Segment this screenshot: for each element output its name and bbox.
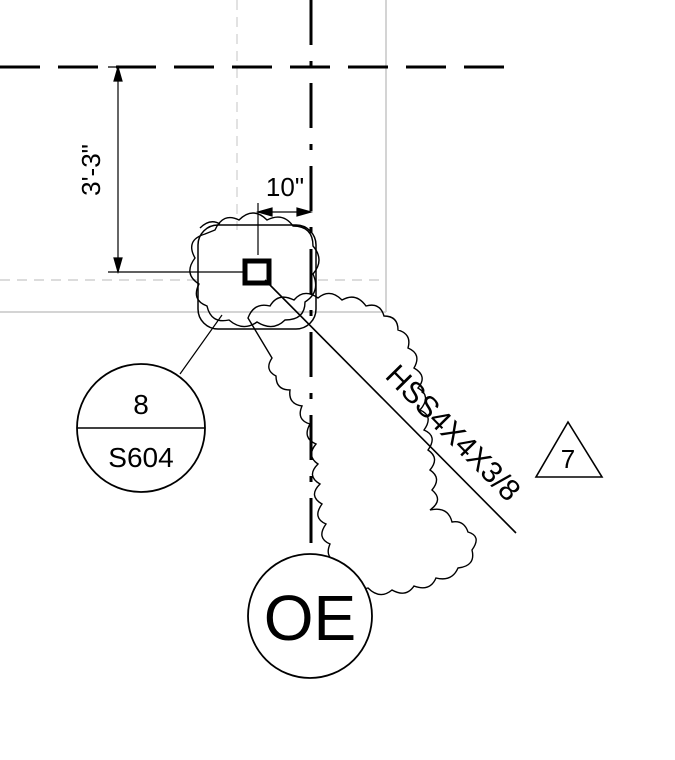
section-callout — [76, 363, 206, 493]
member-label: HSS4X4X3/8 — [379, 359, 526, 508]
vertical-dimension-text: 3'-3" — [76, 144, 106, 196]
callout-detail-number: 8 — [133, 389, 149, 420]
callout-leader-line — [179, 314, 223, 375]
horizontal-dimension — [255, 203, 314, 255]
member-leader-line — [264, 279, 517, 534]
vertical-dimension — [108, 64, 245, 275]
callout-sheet-number: S604 — [108, 442, 173, 473]
revision-cloud-member — [247, 292, 477, 596]
revision-delta-number: 7 — [561, 444, 575, 474]
grid-bubble-label: OE — [264, 582, 356, 654]
column-base-outline — [197, 224, 317, 330]
grid-bubble — [247, 553, 373, 679]
revision-delta — [534, 420, 604, 478]
horizontal-dimension-text: 10" — [266, 172, 304, 202]
revision-cloud-column — [189, 212, 320, 328]
background-outlines — [0, 0, 387, 313]
grid-lines — [0, 0, 505, 555]
